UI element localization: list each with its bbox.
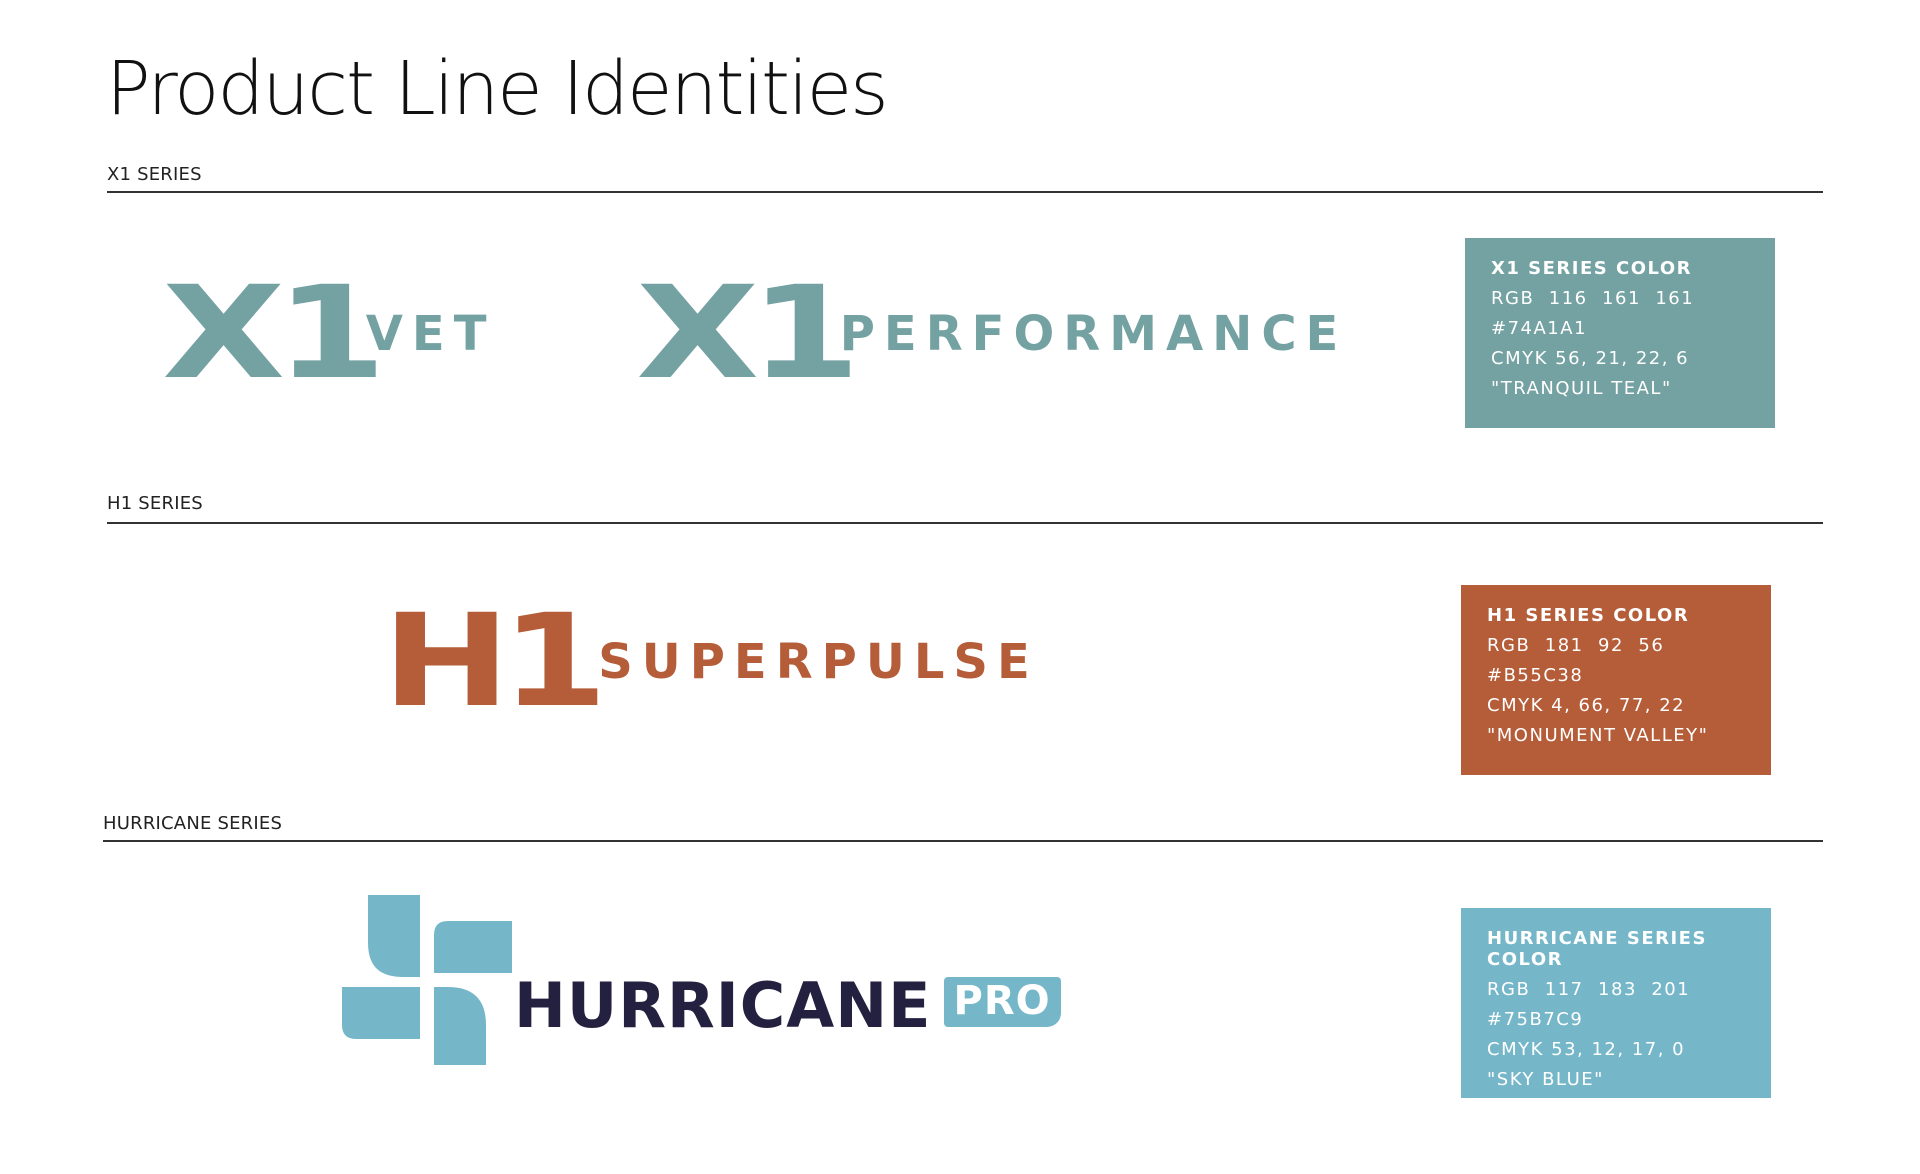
hurricane-pinwheel-icon [342, 895, 512, 1065]
section-divider [103, 840, 1823, 842]
swatch-cmyk: CMYK 4, 66, 77, 22 [1487, 695, 1686, 716]
swatch-rgb: RGB 181 92 56 [1487, 635, 1665, 656]
section-divider [107, 191, 1823, 193]
swatch-cmyk: CMYK 56, 21, 22, 6 [1491, 348, 1690, 369]
swatch-color-name: "TRANQUIL TEAL" [1491, 378, 1672, 399]
swatch-hex: #74A1A1 [1491, 318, 1588, 339]
x1-mark: X1 [162, 259, 387, 408]
x1-performance-wordmark: PERFORMANCE [839, 306, 1348, 362]
hurricane-color-swatch: HURRICANE SERIES COLOR RGB 117 183 201 #… [1461, 908, 1771, 1098]
x1-performance-logo: X1 PERFORMANCE [636, 270, 1347, 398]
h1-color-swatch: H1 SERIES COLOR RGB 181 92 56 #B55C38 CM… [1461, 585, 1771, 775]
h1-superpulse-logo: H1 SUPERPULSE [382, 598, 1039, 726]
h1-mark: H1 [382, 587, 608, 736]
x1-vet-logo: X1 VET [162, 270, 495, 398]
section-divider [107, 522, 1823, 524]
swatch-rgb: RGB 117 183 201 [1487, 979, 1691, 1000]
swatch-hex: #75B7C9 [1487, 1009, 1584, 1030]
swatch-hex: #B55C38 [1487, 665, 1584, 686]
section-label-x1: X1 SERIES [107, 164, 202, 185]
hurricane-pro-logo: HURRICANE PRO [342, 895, 1061, 1065]
h1-superpulse-wordmark: SUPERPULSE [598, 634, 1039, 690]
pro-badge: PRO [943, 977, 1061, 1027]
swatch-title: H1 SERIES COLOR [1487, 605, 1690, 626]
page-title: Product Line Identities [106, 46, 889, 132]
swatch-cmyk: CMYK 53, 12, 17, 0 [1487, 1039, 1686, 1060]
x1-vet-wordmark: VET [365, 306, 496, 362]
section-label-hurricane: HURRICANE SERIES [103, 813, 283, 834]
x1-mark: X1 [636, 259, 861, 408]
swatch-rgb: RGB 116 161 161 [1491, 288, 1695, 309]
swatch-title: X1 SERIES COLOR [1491, 258, 1693, 279]
x1-color-swatch: X1 SERIES COLOR RGB 116 161 161 #74A1A1 … [1465, 238, 1775, 428]
swatch-title: HURRICANE SERIES COLOR [1487, 928, 1707, 970]
swatch-color-name: "SKY BLUE" [1487, 1069, 1604, 1090]
swatch-color-name: "MONUMENT VALLEY" [1487, 725, 1709, 746]
hurricane-wordmark: HURRICANE [514, 969, 932, 1042]
section-label-h1: H1 SERIES [107, 493, 203, 514]
